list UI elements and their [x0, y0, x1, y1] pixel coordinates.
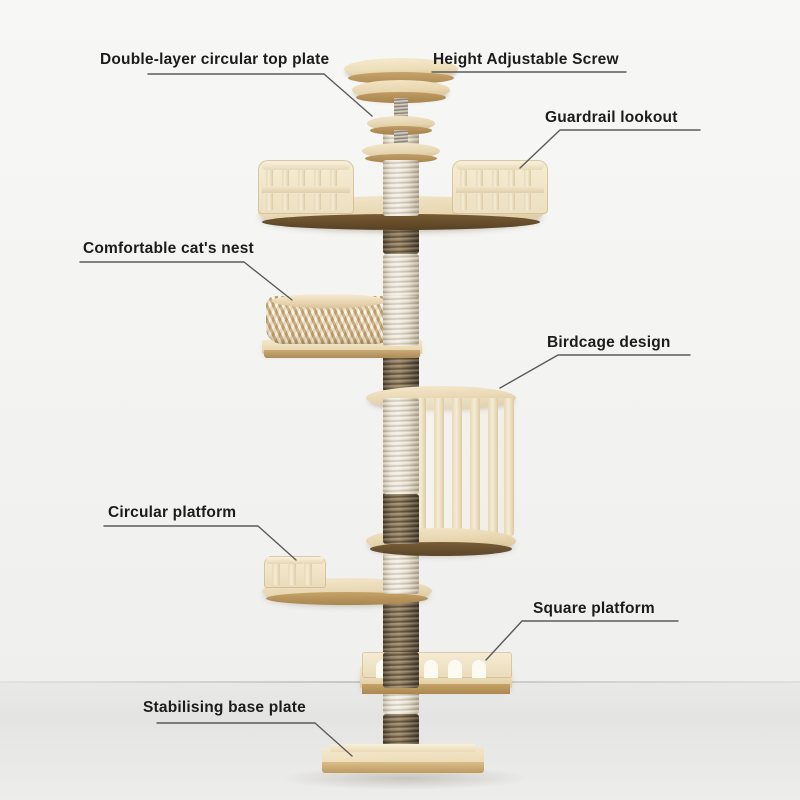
base-plate: [322, 748, 484, 764]
railing-slat: [288, 561, 296, 585]
railing-arch: [472, 660, 486, 678]
label-guardrail-lookout: Guardrail lookout: [545, 109, 678, 126]
guardrail-mid-rail: [456, 186, 544, 193]
square-platform-edge: [362, 684, 510, 694]
railing-arch: [448, 660, 462, 678]
label-square-platform: Square platform: [533, 600, 655, 617]
circular-platform-railing: [264, 556, 326, 588]
label-stabilising-base-plate: Stabilising base plate: [143, 699, 306, 716]
birdcage-bar: [452, 398, 462, 538]
label-comfortable-cats-nest: Comfortable cat's nest: [83, 240, 254, 257]
guardrail-left: [258, 160, 354, 214]
pole-cap-collar-edge: [365, 154, 437, 163]
birdcage-bar: [470, 398, 480, 538]
guardrail-right: [452, 160, 548, 214]
birdcage-interior: [414, 398, 516, 538]
cat-nest-rim: [272, 294, 386, 308]
birdcage-bar: [416, 398, 426, 538]
guardrail-top-rail: [456, 162, 544, 170]
guardrail-top-rail: [262, 162, 350, 170]
sisal-pole-segment: [383, 160, 419, 216]
nest-platform-edge: [264, 350, 420, 358]
railing-top-rail: [266, 557, 324, 564]
sisal-pole-segment: [383, 398, 419, 494]
railing-slat: [272, 561, 280, 585]
railing-arch: [424, 660, 438, 678]
base-plate-top-face: [330, 744, 476, 752]
label-height-adjustable-screw: Height Adjustable Screw: [433, 51, 619, 68]
birdcage-bar: [504, 398, 514, 538]
label-double-layer-circular-top-plate: Double-layer circular top plate: [100, 51, 330, 68]
birdcage-bar: [434, 398, 444, 538]
base-plate-edge: [322, 762, 484, 773]
circular-platform-edge: [266, 592, 428, 605]
railing-slat: [304, 561, 312, 585]
birdcage-bar: [488, 398, 498, 538]
guardrail-platform-edge: [262, 214, 540, 230]
label-birdcage-design: Birdcage design: [547, 334, 671, 351]
label-circular-platform: Circular platform: [108, 504, 237, 521]
sisal-pole-segment: [383, 494, 419, 544]
sisal-pole-segment: [383, 296, 419, 346]
birdcage-base-edge: [370, 542, 512, 556]
top-plate-lower-edge: [356, 92, 446, 103]
sisal-pole-segment: [383, 652, 419, 688]
guardrail-mid-rail: [262, 186, 350, 193]
sisal-pole-segment: [383, 556, 419, 594]
birdcage: [414, 398, 516, 538]
